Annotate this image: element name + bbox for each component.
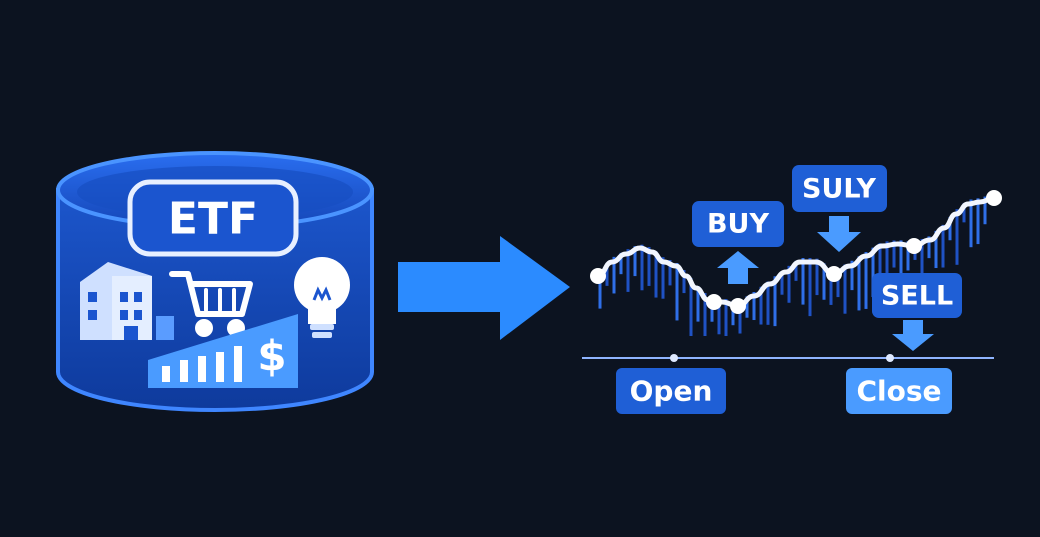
- sell-signal: SELL: [872, 273, 962, 351]
- buy-signal: BUY: [692, 201, 784, 284]
- volume-bar: [934, 230, 938, 269]
- open-marker: [670, 354, 678, 362]
- bar-chart-icon: $: [148, 314, 298, 388]
- volume-bar: [738, 300, 742, 334]
- price-points: [590, 190, 1002, 314]
- price-chart: [590, 190, 1002, 336]
- volume-bar: [878, 243, 882, 285]
- price-point: [986, 190, 1002, 206]
- price-point: [826, 266, 842, 282]
- close-label: Close: [856, 375, 941, 408]
- volume-bar: [612, 256, 616, 294]
- volume-bar: [941, 224, 945, 268]
- volume-bar: [668, 260, 672, 286]
- suly-signal-badge: [792, 165, 887, 212]
- volume-bar: [661, 257, 665, 299]
- volume-bar: [682, 270, 686, 294]
- volume-bar: [815, 258, 819, 296]
- volume-bar: [983, 196, 987, 225]
- price-point: [590, 268, 606, 284]
- volume-bar: [892, 240, 896, 268]
- volume-bar: [927, 236, 931, 259]
- volume-bar: [633, 246, 637, 277]
- volume-bar: [766, 281, 770, 325]
- buy-signal-label: BUY: [707, 209, 770, 240]
- up-arrow-icon: [717, 251, 759, 284]
- volume-bar: [969, 199, 973, 248]
- volume-bar: [871, 247, 875, 298]
- price-point: [906, 238, 922, 254]
- etf-label: ETF: [168, 194, 258, 245]
- close-label-badge: [846, 368, 952, 414]
- suly-signal-label: SULY: [802, 174, 876, 205]
- close-marker: [886, 354, 894, 362]
- volume-bar: [745, 296, 749, 318]
- volume-bar: [703, 293, 707, 336]
- sell-signal-label: SELL: [881, 281, 953, 312]
- open-label-badge: [616, 368, 726, 414]
- volume-bar: [801, 258, 805, 305]
- volume-bar: [829, 268, 833, 305]
- right-arrow-icon: [398, 236, 570, 340]
- volume-bar: [675, 263, 679, 321]
- volume-bar: [626, 249, 630, 292]
- buy-signal-badge: [692, 201, 784, 247]
- lightbulb-icon: [294, 257, 350, 338]
- office-building-icon: [80, 262, 174, 340]
- volume-bar: [948, 217, 952, 241]
- volume-bar: [689, 278, 693, 336]
- volume-bar: [899, 240, 903, 288]
- volume-bar: [759, 286, 763, 325]
- volume-bar: [920, 239, 924, 282]
- etf-label-badge: ETF: [127, 179, 299, 257]
- volume-bar: [976, 198, 980, 245]
- volume-bar: [955, 209, 959, 265]
- volume-bar: [794, 260, 798, 281]
- volume-bar: [724, 299, 728, 336]
- volume-bar: [787, 265, 791, 303]
- price-point: [706, 294, 722, 310]
- volume-bar: [850, 260, 854, 291]
- volume-bar: [885, 241, 889, 273]
- volume-bar: [598, 270, 602, 309]
- volume-bar: [962, 203, 966, 223]
- volume-bar: [752, 292, 756, 321]
- suly-signal: SULY: [792, 165, 887, 252]
- volume-bar: [822, 263, 826, 300]
- price-line: [595, 195, 997, 309]
- volume-bar: [619, 252, 623, 275]
- volume-bars: [598, 196, 987, 336]
- dollar-sign-icon: $: [257, 332, 286, 381]
- volume-bar: [808, 258, 812, 317]
- volume-bar: [773, 276, 777, 327]
- open-label: Open: [630, 375, 713, 408]
- session-timeline: Open Close: [582, 354, 994, 414]
- volume-bar: [640, 244, 644, 291]
- down-arrow-icon: [892, 320, 934, 351]
- volume-bar: [836, 268, 840, 298]
- volume-bar: [654, 251, 658, 298]
- volume-bar: [717, 297, 721, 335]
- down-arrow-icon: [817, 216, 861, 252]
- volume-bar: [696, 286, 700, 322]
- price-point: [730, 298, 746, 314]
- sell-signal-badge: [872, 273, 962, 318]
- volume-bar: [843, 264, 847, 314]
- volume-bar: [906, 241, 910, 271]
- volume-bar: [647, 247, 651, 286]
- volume-bar: [605, 263, 609, 286]
- volume-bar: [780, 271, 784, 295]
- volume-bar: [864, 252, 868, 309]
- volume-bar: [731, 300, 735, 326]
- volume-bar: [857, 256, 861, 311]
